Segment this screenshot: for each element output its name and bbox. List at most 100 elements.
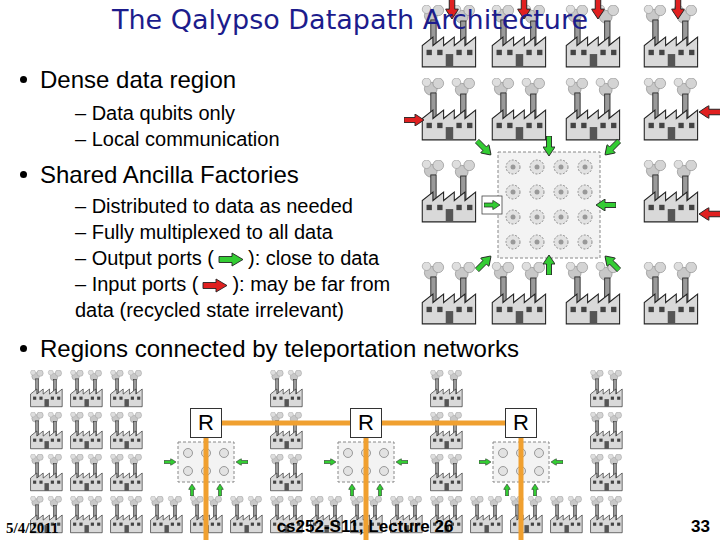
text-line: 5/4/2011 [6, 518, 59, 538]
bullet-text: – Input ports ( [75, 273, 198, 295]
output-port-arrow [473, 137, 496, 160]
ancilla-factory [231, 496, 263, 533]
router-box: R [505, 408, 537, 438]
qubit-symbol [499, 467, 508, 476]
text-line: – Local communication [75, 126, 280, 152]
input-port-icon [202, 278, 228, 293]
qubit-symbol [554, 185, 568, 199]
ancilla-factory [111, 370, 143, 407]
text-line: – Data qubits only [75, 100, 235, 126]
bullet-text: ): close to data [248, 247, 379, 269]
router-label: R [198, 410, 214, 436]
ancilla-factory [492, 78, 545, 140]
ancilla-factory [591, 454, 623, 491]
output-port-arrow [473, 252, 496, 275]
qubit-symbol [530, 160, 544, 174]
qubit-symbol [578, 235, 592, 249]
qubit-symbol [530, 185, 544, 199]
router-box: R [350, 408, 382, 438]
output-port-arrow [601, 252, 624, 275]
bullet-text: 33 [691, 517, 710, 536]
output-port-arrow [503, 484, 510, 496]
ancilla-factory [431, 412, 463, 449]
ancilla-factory [422, 262, 475, 324]
ancilla-factory [71, 496, 103, 533]
slide-title: The Qalypso Datapath Architecture [0, 4, 700, 35]
ancilla-factory [511, 496, 543, 533]
teleport-wire [204, 438, 209, 540]
ancilla-factory [644, 78, 697, 140]
output-port-arrow [543, 255, 555, 275]
qubit-symbol [554, 210, 568, 224]
input-port-arrow [699, 105, 720, 118]
ancilla-factory [591, 412, 623, 449]
ancilla-factory [591, 370, 623, 407]
ancilla-factory [271, 454, 303, 491]
qubit-symbol [220, 449, 229, 458]
output-port-arrow [596, 199, 616, 211]
input-port-arrow [404, 114, 424, 126]
qubit-symbol [380, 449, 389, 458]
qubit-symbol [184, 449, 193, 458]
qubit-symbol [535, 449, 544, 458]
ancilla-factory [431, 370, 463, 407]
output-port-arrow [376, 484, 383, 496]
ancilla-factory [422, 78, 475, 140]
qubit-symbol [499, 449, 508, 458]
output-port-arrow [479, 458, 491, 465]
qubit-symbol [506, 160, 520, 174]
ancilla-factory [591, 496, 623, 533]
bullet-text: 5/4/2011 [6, 520, 59, 536]
bullet-text: – Fully multiplexed to all data [75, 221, 333, 243]
text-line: – Output ports (): close to data [75, 245, 379, 271]
output-port-arrow [531, 484, 538, 496]
qubit-symbol [554, 160, 568, 174]
teleport-wire [519, 438, 524, 540]
bullet-dot [20, 171, 27, 178]
qubit-symbol [578, 210, 592, 224]
qubit-symbol [344, 467, 353, 476]
text-line: cs252-S11, Lecture 26 [200, 516, 530, 538]
qubit-symbol [184, 467, 193, 476]
ancilla-factory [31, 412, 63, 449]
ancilla-factory [271, 370, 303, 407]
bullet-text: Shared Ancilla Factories [40, 161, 299, 188]
output-port-arrow [236, 458, 248, 465]
qubit-symbol [506, 185, 520, 199]
output-port-arrow [484, 200, 500, 210]
qubit-symbol [220, 467, 229, 476]
bullet-text: – Data qubits only [75, 102, 235, 124]
bullet-text: – Local communication [75, 128, 280, 150]
ancilla-factory [151, 496, 183, 533]
output-port-arrow [164, 458, 176, 465]
qubit-symbol [578, 185, 592, 199]
router-label: R [513, 410, 529, 436]
qubit-symbol [554, 235, 568, 249]
bullet-text: cs252-S11, Lecture 26 [277, 517, 454, 536]
text-line: Shared Ancilla Factories [40, 159, 299, 190]
qubit-symbol [506, 235, 520, 249]
input-port-arrow [671, 0, 684, 19]
teleport-link [222, 421, 350, 426]
ancilla-factory [71, 454, 103, 491]
text-line: – Fully multiplexed to all data [75, 219, 333, 245]
text-line: 33 [660, 516, 710, 538]
bullet-text: Dense data region [40, 66, 236, 93]
port-box [482, 196, 502, 214]
qubit-symbol [506, 210, 520, 224]
output-port-arrow [324, 458, 336, 465]
bullet-dot [20, 76, 27, 83]
ancilla-factory [111, 496, 143, 533]
qubit-symbol [535, 467, 544, 476]
ancilla-factory [71, 370, 103, 407]
ancilla-factory [71, 412, 103, 449]
router-box: R [190, 408, 222, 438]
ancilla-factory [271, 412, 303, 449]
ancilla-factory [431, 454, 463, 491]
text-line: Regions connected by teleportation netwo… [40, 333, 519, 364]
ancilla-factory [566, 78, 619, 140]
qubit-symbol [380, 467, 389, 476]
ancilla-factory [422, 160, 475, 222]
input-port-arrow [591, 0, 604, 19]
